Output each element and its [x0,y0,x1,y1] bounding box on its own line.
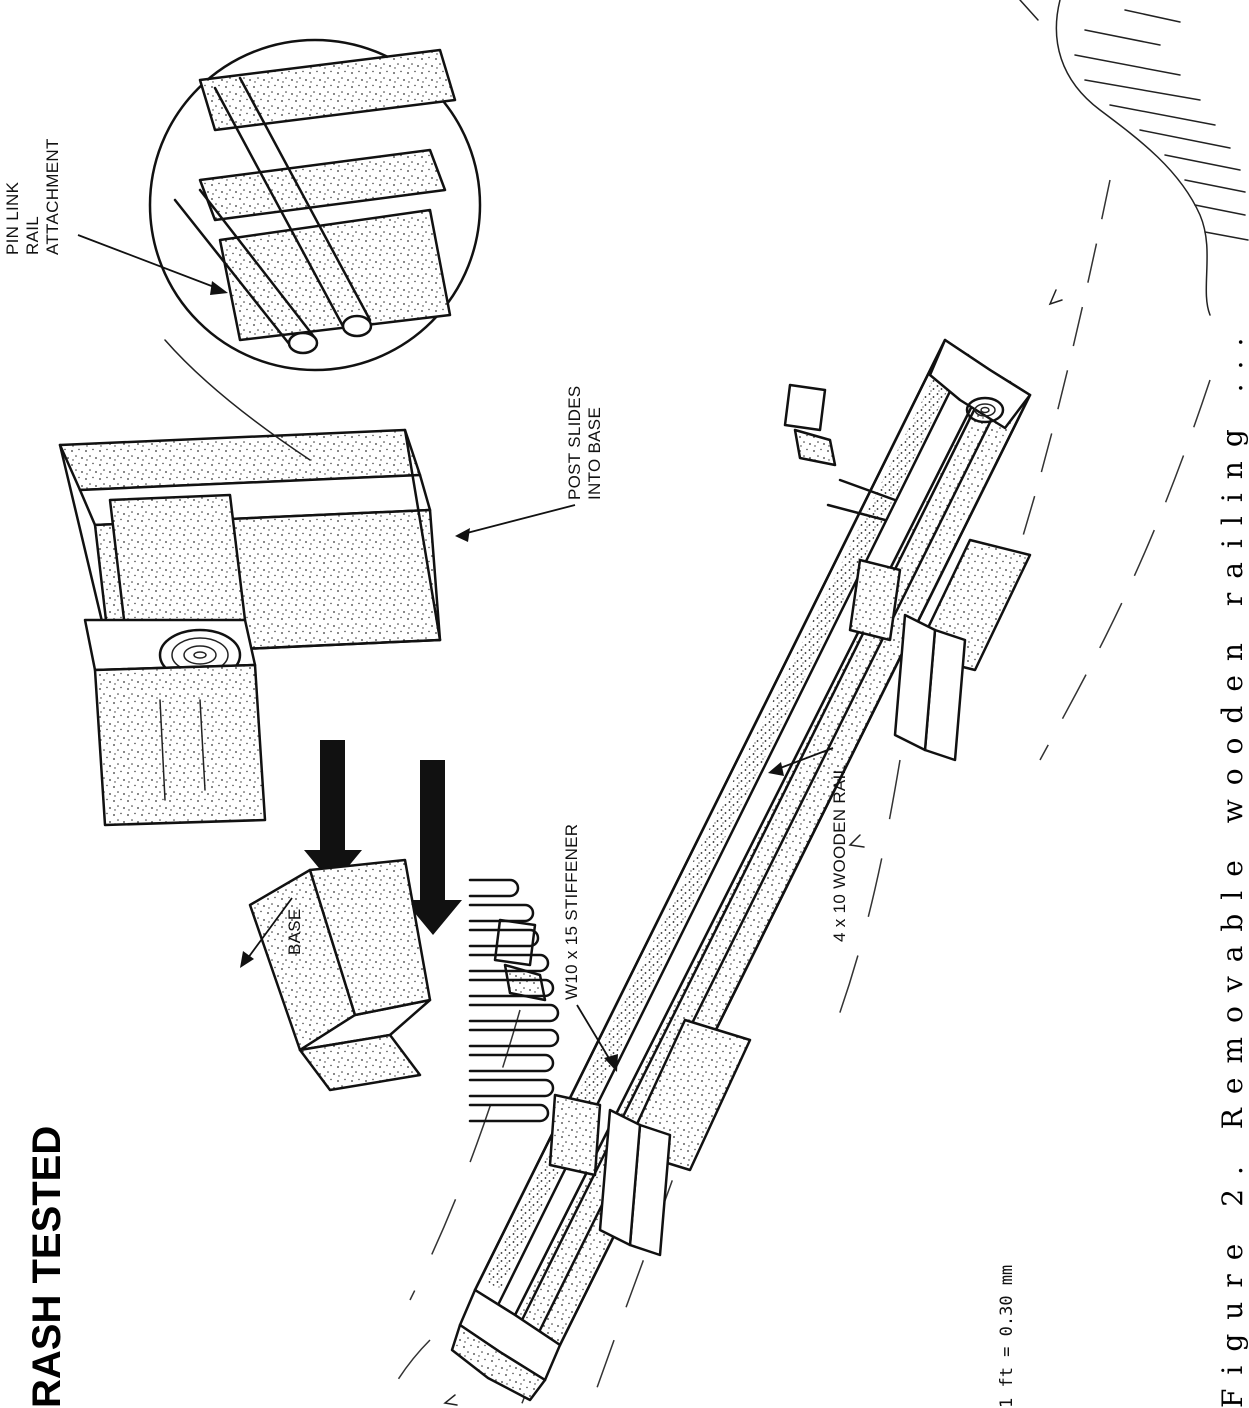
guardrail [450,338,1032,1402]
page-title: RASH TESTED [25,1126,69,1408]
label-post-slides-line1: POST SLIDES [565,386,584,500]
pin-link-detail [148,38,482,461]
post-right [783,383,1032,762]
base-rods [468,878,560,1123]
labels: PIN LINK RAIL ATTACHMENT POST SLIDES INT… [3,138,1249,1408]
label-wooden-rail: 4 x 10 WOODEN RAIL [830,765,849,942]
label-pin-link-line1: PIN LINK [3,181,22,255]
conversion-note: 1 ft = 0.30 m [997,1275,1017,1408]
label-base: BASE [285,908,304,955]
conversion-note-fragment: m [997,1265,1017,1275]
embankment-hatching [1019,0,1249,316]
post-detail [58,428,560,1123]
post-left [493,918,752,1257]
label-pin-link-line2: RAIL [23,216,42,255]
leader-arrows [77,234,834,1072]
label-stiffener: W10 x 15 STIFFENER [562,824,581,1000]
pin-upper [213,76,373,338]
label-pin-link-line3: ATTACHMENT [43,138,62,255]
pin-lower [173,188,319,355]
label-post-slides-line2: INTO BASE [585,407,604,500]
figure-caption: Figure 2. Removable wooden railing ... [1216,324,1249,1408]
